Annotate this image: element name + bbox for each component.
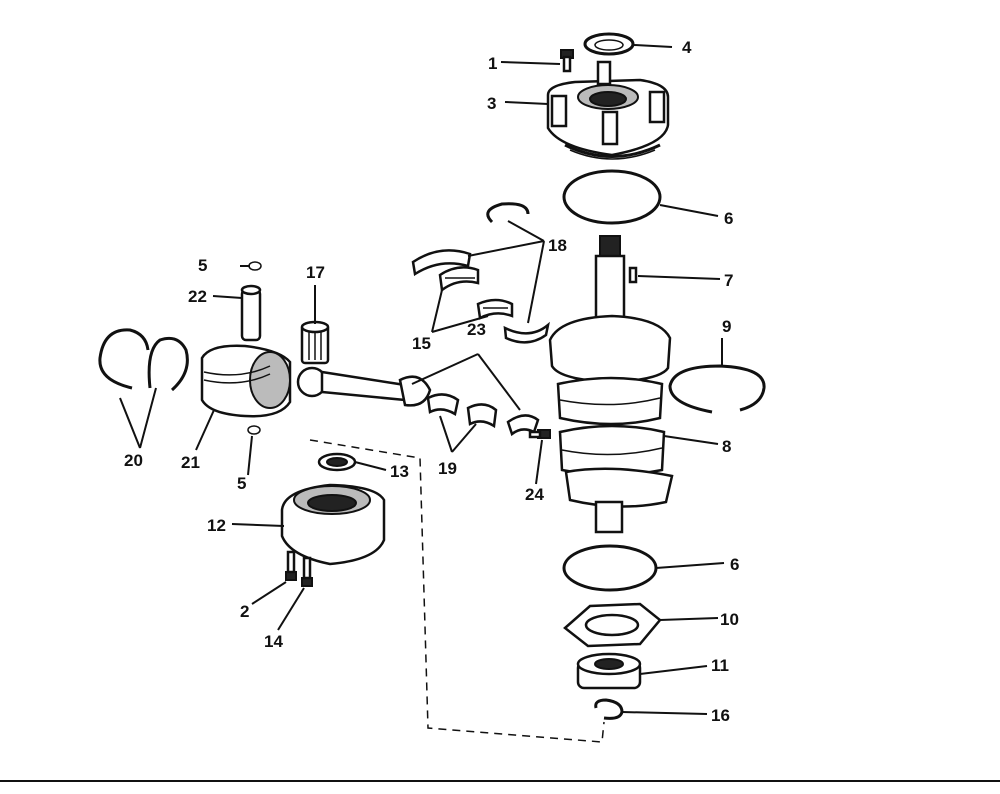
callout-7: 7 <box>724 271 733 290</box>
part-8-crankshaft <box>548 235 674 534</box>
callout-17: 17 <box>306 263 325 282</box>
callout-23: 23 <box>467 320 486 339</box>
callout-5-lower: 5 <box>237 474 246 493</box>
part-2-screw <box>285 550 297 581</box>
part-7-key <box>628 266 638 284</box>
callout-4: 4 <box>682 38 692 57</box>
part-6-o-ring-upper <box>562 169 662 225</box>
part-16-snap-ring <box>594 698 624 720</box>
callout-5-upper: 5 <box>198 256 207 275</box>
callout-6-lower: 6 <box>730 555 739 574</box>
part-17-needle-bearing <box>300 320 330 365</box>
callout-19: 19 <box>438 459 457 478</box>
callout-22: 22 <box>188 287 207 306</box>
part-14-screw <box>301 556 313 587</box>
callout-8: 8 <box>722 437 731 456</box>
callout-2: 2 <box>240 602 249 621</box>
callout-6-upper: 6 <box>724 209 733 228</box>
connecting-rod <box>296 366 432 407</box>
part-5-retainer-lower <box>247 425 261 435</box>
callout-14: 14 <box>264 632 283 651</box>
callout-10: 10 <box>720 610 739 629</box>
part-12-lower-bearing-housing <box>280 483 386 566</box>
leader-lines <box>119 44 725 715</box>
callout-24: 24 <box>525 485 544 504</box>
part-21-piston <box>200 344 292 418</box>
part-13-seal <box>317 452 357 472</box>
part-10-thrust-washer <box>563 602 662 648</box>
part-3-upper-bearing-housing <box>546 60 670 160</box>
part-11-ball-bearing <box>576 652 642 690</box>
callout-16: 16 <box>711 706 730 725</box>
callout-11: 11 <box>711 656 729 675</box>
part-20-piston-rings <box>98 328 189 392</box>
callout-labels: 1 4 3 6 18 7 5 17 22 23 15 9 8 19 20 21 … <box>124 38 739 725</box>
part-24-bolt <box>528 429 551 439</box>
callout-9: 9 <box>722 317 731 336</box>
part-6-o-ring-lower <box>562 544 658 592</box>
callout-3: 3 <box>487 94 496 113</box>
callout-12: 12 <box>207 516 226 535</box>
callout-1: 1 <box>488 54 497 73</box>
callout-21: 21 <box>181 453 200 472</box>
part-18-bearing-cage-parts <box>411 202 550 344</box>
part-19-rod-bearing-cages <box>426 393 540 437</box>
part-4-seal-ring <box>583 32 635 56</box>
part-15-roller-bearings <box>438 266 514 320</box>
callout-15: 15 <box>412 334 431 353</box>
part-5-retainer-upper <box>248 261 262 271</box>
callout-13: 13 <box>390 462 409 481</box>
callout-18: 18 <box>548 236 567 255</box>
part-9-ring <box>668 364 766 414</box>
part-22-piston-pin <box>240 284 262 342</box>
part-1-screw <box>560 49 574 73</box>
assembly-dashed-line <box>309 439 605 743</box>
callout-20: 20 <box>124 451 143 470</box>
